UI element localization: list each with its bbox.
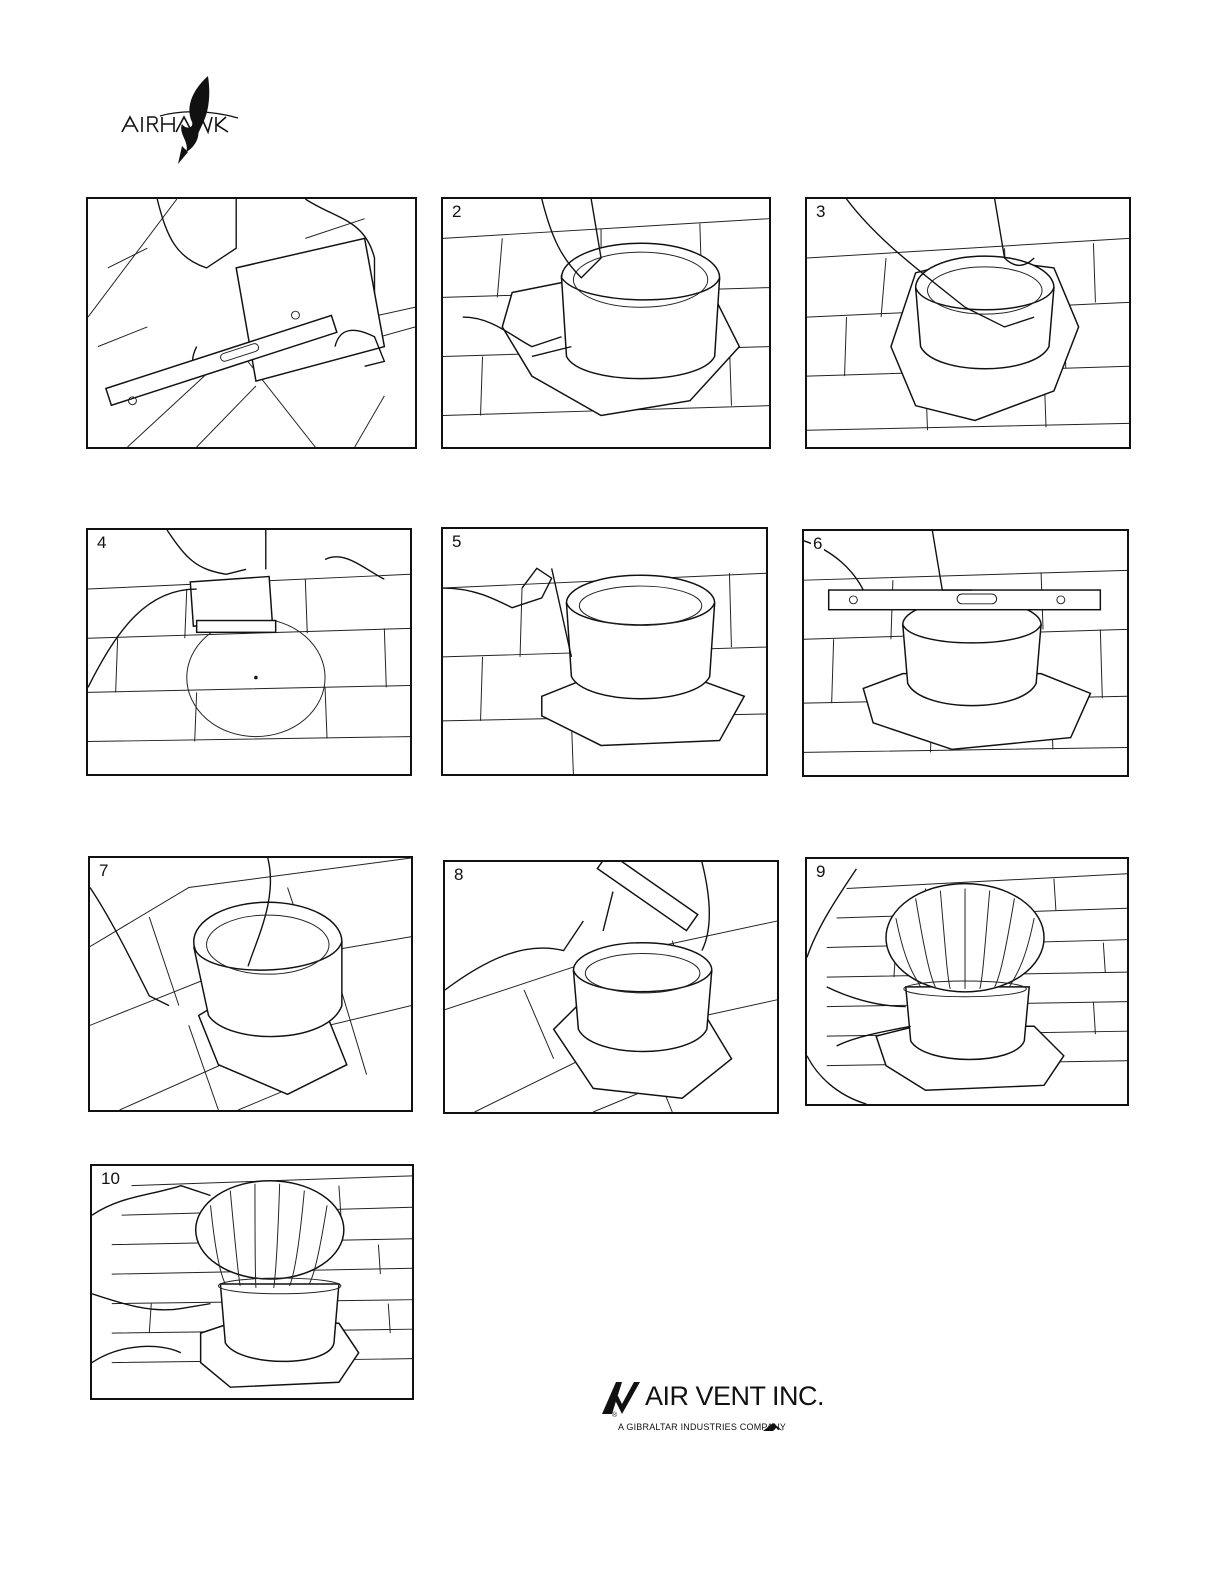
illustration-cut-opening bbox=[88, 530, 410, 774]
company-tagline: A GIBRALTAR INDUSTRIES COMPANY bbox=[618, 1422, 786, 1432]
step-number: 5 bbox=[450, 532, 463, 551]
illustration-mark-roof bbox=[807, 199, 1129, 447]
step-number: 10 bbox=[99, 1169, 122, 1188]
step-panel-10: 10 bbox=[90, 1164, 414, 1400]
step-number: 6 bbox=[811, 534, 824, 553]
step-number: 3 bbox=[814, 202, 827, 221]
step-number: 2 bbox=[450, 202, 463, 221]
step-panel-2: 2 bbox=[441, 197, 771, 449]
step-number: 4 bbox=[95, 533, 108, 552]
step-number: 8 bbox=[452, 865, 465, 884]
step-number: 7 bbox=[97, 861, 110, 880]
step-panel-9: 9 bbox=[805, 857, 1129, 1106]
air-vent-logo: ® AIR VENT INC. A GIBRALTAR INDUSTRIES C… bbox=[600, 1378, 830, 1448]
illustration-level-base bbox=[804, 531, 1127, 775]
illustration-insert-base bbox=[90, 858, 411, 1110]
registered-mark: ® bbox=[612, 1412, 617, 1419]
step-panel-3: 3 bbox=[805, 197, 1131, 449]
hawk-logo-icon bbox=[120, 72, 245, 172]
airhawk-logo bbox=[120, 72, 245, 172]
step-panel-4: 4 bbox=[86, 528, 412, 776]
step-panel-5: 5 bbox=[441, 527, 768, 776]
illustration-secure-turbine bbox=[92, 1166, 412, 1398]
illustration-attach-turbine bbox=[807, 859, 1127, 1104]
illustration-position-base bbox=[443, 199, 769, 447]
company-name: AIR VENT INC. bbox=[645, 1381, 824, 1412]
hawk-small-icon bbox=[762, 1422, 784, 1432]
illustration-seal-base bbox=[445, 862, 777, 1112]
step-panel-1 bbox=[86, 197, 417, 449]
step-panel-6: 6 bbox=[802, 529, 1129, 777]
air-vent-mark-icon bbox=[600, 1378, 644, 1418]
step-panel-8: 8 bbox=[443, 860, 779, 1114]
illustration-nail-base bbox=[443, 529, 766, 774]
illustration-measure-roof-pitch bbox=[88, 199, 415, 447]
step-number: 9 bbox=[814, 862, 827, 881]
step-panel-7: 7 bbox=[88, 856, 413, 1112]
